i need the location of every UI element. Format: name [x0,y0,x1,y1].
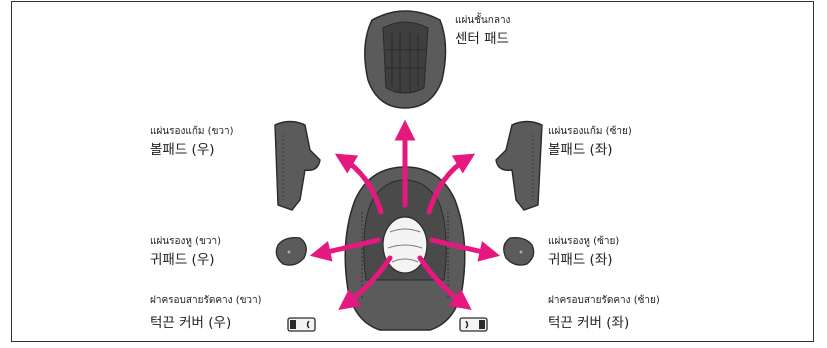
arrow-strap-left [417,255,472,311]
center-pad [364,10,447,109]
arrow-ear-left [429,237,501,262]
label-cheek-right-ko: 볼패드 (우) [150,142,215,158]
label-cheek-right-th: แผ่นรองแก้ม (ขวา) [150,126,234,137]
arrow-ear-right [309,237,381,262]
chin-strap-cover-left [459,317,488,332]
ear-pad-left [503,237,535,266]
label-strap-left-ko: 턱끈 커버 (좌) [548,315,630,331]
arrow-cheek-left [426,153,476,215]
label-strap-right-ko: 턱끈 커버 (우) [150,315,232,331]
label-strap-left-th: ฝาครอบสายรัดคาง (ซ้าย) [548,295,660,306]
label-ear-right-th: แผ่นรองหู (ขวา) [150,236,222,247]
cheek-pad-left [495,120,543,211]
removal-arrows [309,119,501,311]
chin-strap-cover-right [287,317,316,332]
ear-pad-right [275,237,307,266]
label-ear-left-ko: 귀패드 (좌) [548,252,613,268]
label-strap-right-th: ฝาครอบสายรัดคาง (ขวา) [150,295,262,306]
label-cheek-left-th: แผ่นรองแก้ม (ซ้าย) [548,126,632,137]
arrow-cheek-right [334,153,384,215]
diagram-frame [11,1,814,342]
label-cheek-left-ko: 볼패드 (좌) [548,142,613,158]
label-center-ko: 센터 패드 [455,31,509,47]
label-ear-left-th: แผ่นรองหู (ซ้าย) [548,236,620,247]
helmet-liner [344,166,466,331]
label-ear-right-ko: 귀패드 (우) [150,252,215,268]
arrow-strap-right [338,255,393,311]
cheek-pad-right [274,120,321,211]
label-center-th: แผ่นชั้นกลาง [455,15,511,26]
